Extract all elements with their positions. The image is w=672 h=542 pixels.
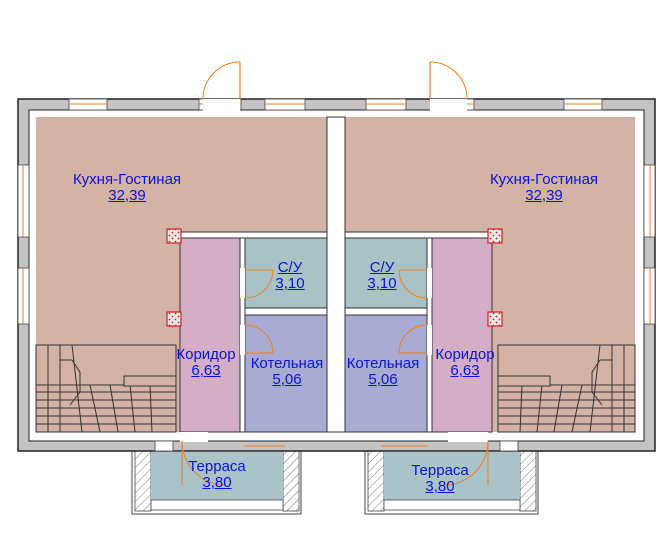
room-area: 3,80 xyxy=(202,474,232,491)
room-name: С/У xyxy=(369,259,395,276)
terrace-right-area xyxy=(364,447,539,515)
room-label-boiler-left: Котельная 5,06 xyxy=(251,356,324,388)
room-area: 32,39 xyxy=(525,187,563,204)
room-label-terrace-left: Терраса 3,80 xyxy=(188,459,246,491)
boiler-left-area xyxy=(244,314,328,433)
room-label-boiler-right: Котельная 5,06 xyxy=(347,356,420,388)
corridor-left-area xyxy=(179,237,241,433)
room-label-terrace-right: Терраса 3,80 xyxy=(411,463,469,495)
room-area: 6,63 xyxy=(450,362,480,379)
room-name: Котельная xyxy=(346,355,420,372)
room-label-corridor-left: Коридор 6,63 xyxy=(176,347,235,379)
stairs-right xyxy=(497,344,636,433)
room-name: Терраса xyxy=(188,458,246,475)
room-label-wc-right: С/У 3,10 xyxy=(367,260,396,292)
corridor-right-area xyxy=(431,237,493,433)
room-label-kitchen-left: Кухня-Гостиная 32,39 xyxy=(73,172,181,204)
room-name: Котельная xyxy=(250,355,324,372)
room-name: Кухня-Гостиная xyxy=(489,171,599,188)
room-name: Коридор xyxy=(435,346,495,363)
stairs-left xyxy=(35,344,177,433)
room-name: С/У xyxy=(277,259,303,276)
room-name: Терраса xyxy=(411,462,469,479)
room-area: 32,39 xyxy=(108,187,146,204)
terrace-left-area xyxy=(131,447,302,515)
party-wall xyxy=(326,116,346,433)
room-area: 3,10 xyxy=(275,275,305,292)
chimneys xyxy=(166,228,503,327)
room-label-kitchen-right: Кухня-Гостиная 32,39 xyxy=(490,172,598,204)
wc-left-area xyxy=(244,237,328,309)
entry-door-left xyxy=(202,61,241,117)
room-area: 5,06 xyxy=(368,371,398,388)
entry-door-right xyxy=(429,61,468,117)
boiler-right-area xyxy=(344,314,428,433)
room-name: Кухня-Гостиная xyxy=(72,171,182,188)
room-area: 5,06 xyxy=(272,371,302,388)
room-area: 3,80 xyxy=(425,478,455,495)
wc-right-area xyxy=(344,237,428,309)
room-name: Коридор xyxy=(176,346,236,363)
room-area: 6,63 xyxy=(191,362,221,379)
room-label-corridor-right: Коридор 6,63 xyxy=(435,347,494,379)
room-area: 3,10 xyxy=(367,275,397,292)
room-label-wc-left: С/У 3,10 xyxy=(275,260,304,292)
interior-doors xyxy=(180,268,489,486)
